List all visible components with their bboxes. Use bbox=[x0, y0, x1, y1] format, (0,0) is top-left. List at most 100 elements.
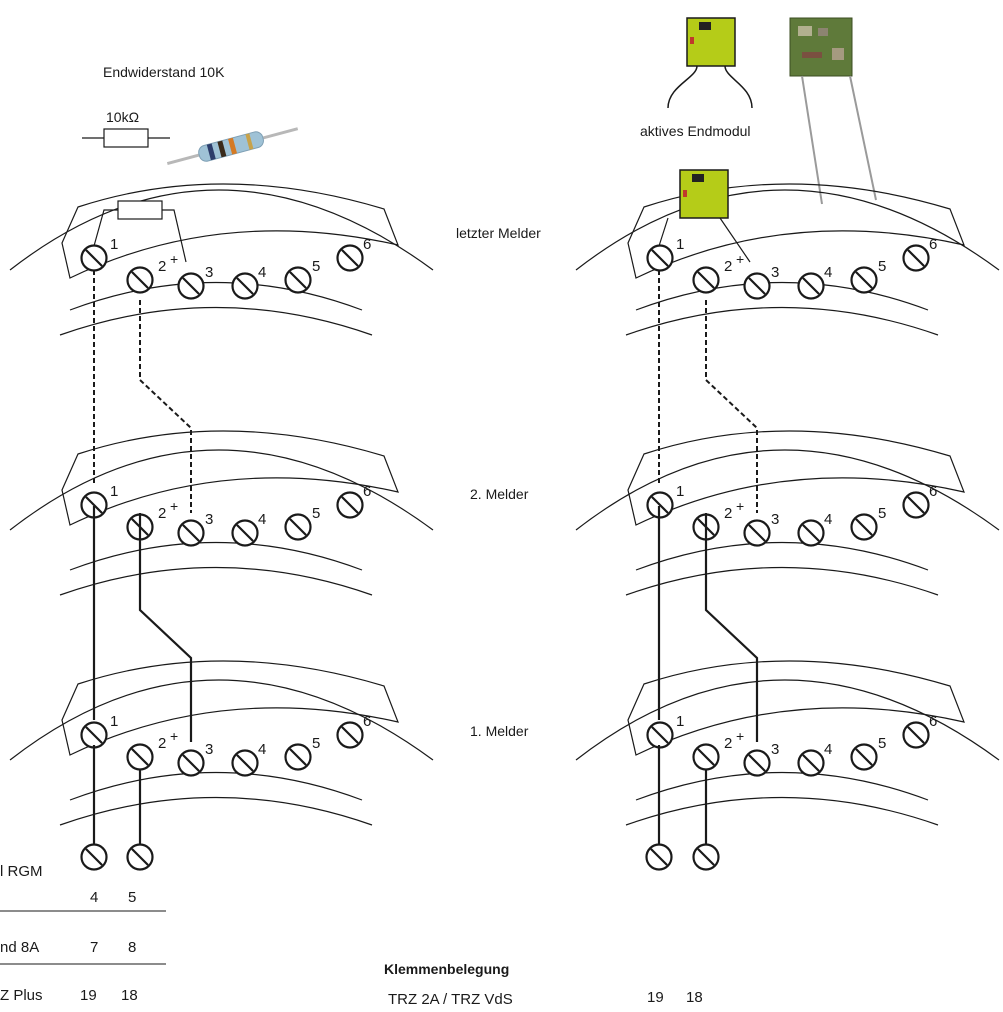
terminal-screw bbox=[797, 749, 825, 777]
terminal-screw bbox=[850, 743, 878, 771]
terminal-screw bbox=[902, 491, 930, 519]
right-terminal-table: Klemmenbelegung TRZ 2A / TRZ VdS 19 18 bbox=[384, 961, 703, 1008]
active-module-icon bbox=[667, 17, 753, 109]
terminal-number: 2 bbox=[724, 258, 732, 275]
terminal-number: 3 bbox=[771, 511, 779, 528]
left-row-2-a: 7 bbox=[90, 939, 98, 956]
terminal-screw bbox=[177, 272, 205, 300]
terminal-number: 3 bbox=[205, 511, 213, 528]
terminal-number: 1 bbox=[110, 483, 118, 500]
terminal-number: 2 bbox=[158, 505, 166, 522]
right-row-1-name: TRZ 2A / TRZ VdS bbox=[388, 991, 513, 1008]
terminal-screw bbox=[743, 749, 771, 777]
right-row-1-a: 19 bbox=[647, 989, 664, 1006]
terminal-number: 5 bbox=[878, 735, 886, 752]
last-detector-label: letzter Melder bbox=[456, 225, 541, 241]
terminal-screw bbox=[231, 519, 259, 547]
terminal-number: 4 bbox=[258, 264, 266, 281]
left-row-3-name: Z Plus bbox=[0, 987, 43, 1004]
terminal-number: 1 bbox=[676, 713, 684, 730]
terminal-number: 4 bbox=[824, 264, 832, 281]
terminal-screw bbox=[743, 272, 771, 300]
terminal-number: 2 bbox=[724, 505, 732, 522]
terminal-number: 2 bbox=[158, 258, 166, 275]
terminal-screw bbox=[284, 743, 312, 771]
left-row-1-b: 5 bbox=[128, 889, 136, 906]
terminal-screw bbox=[177, 749, 205, 777]
resistor-symbol-value: 10kΩ bbox=[106, 109, 139, 125]
ring-arc-1-0-1 bbox=[635, 281, 929, 311]
terminal-number: 5 bbox=[878, 258, 886, 275]
module-leads bbox=[658, 217, 751, 263]
terminal-screw bbox=[126, 743, 154, 771]
ring-arc-0-0-2 bbox=[59, 306, 373, 336]
ring-arc-0-1-0 bbox=[9, 449, 434, 531]
terminal-number: 5 bbox=[312, 735, 320, 752]
terminal-screw bbox=[646, 491, 674, 519]
ring-arc-0-0-0 bbox=[9, 189, 434, 271]
wire-left-2-solid bbox=[138, 513, 193, 742]
panel-terminal-screw bbox=[692, 843, 720, 871]
terminal-number: 6 bbox=[363, 713, 371, 730]
ring-arc-0-2-1 bbox=[69, 771, 363, 801]
terminal-screw bbox=[126, 266, 154, 294]
ring-arc-1-0-2 bbox=[625, 306, 939, 336]
terminal-plus-sign: + bbox=[170, 251, 178, 267]
ring-arc-0-1-1 bbox=[69, 541, 363, 571]
terminal-screw bbox=[743, 519, 771, 547]
terminal-screw bbox=[336, 491, 364, 519]
ring-arc-0-1-2 bbox=[59, 566, 373, 596]
second-detector-label: 2. Melder bbox=[470, 486, 529, 502]
terminal-screw bbox=[284, 266, 312, 294]
panel-terminal-screw bbox=[126, 843, 154, 871]
resistor-photo bbox=[166, 127, 299, 166]
terminal-number: 1 bbox=[676, 236, 684, 253]
terminal-number: 4 bbox=[258, 511, 266, 528]
ring-arcs bbox=[9, 189, 1000, 826]
ring-arc-1-1-1 bbox=[635, 541, 929, 571]
wire-left-2-dashed bbox=[139, 300, 192, 513]
ring-arc-1-2-2 bbox=[625, 796, 939, 826]
ring-arc-1-2-0 bbox=[575, 679, 1000, 761]
terminal-number: 3 bbox=[205, 264, 213, 281]
terminal-screw bbox=[692, 266, 720, 294]
terminal-screw bbox=[850, 266, 878, 294]
terminal-screw bbox=[797, 272, 825, 300]
first-detector-label: 1. Melder bbox=[470, 723, 529, 739]
terminal-screw bbox=[797, 519, 825, 547]
wire-right-2-solid bbox=[704, 513, 759, 742]
left-row-2-name: nd 8A bbox=[0, 939, 39, 956]
active-module-photo bbox=[789, 17, 877, 205]
terminal-screw bbox=[231, 272, 259, 300]
terminal-number: 2 bbox=[158, 735, 166, 752]
terminal-screw bbox=[336, 721, 364, 749]
terminal-plus-sign: + bbox=[170, 728, 178, 744]
panel-terminal-screw bbox=[645, 843, 673, 871]
terminal-number: 5 bbox=[312, 505, 320, 522]
terminal-screw bbox=[646, 244, 674, 272]
terminal-number: 1 bbox=[676, 483, 684, 500]
terminal-number: 3 bbox=[205, 741, 213, 758]
terminal-screw bbox=[80, 244, 108, 272]
left-row-3-b: 18 bbox=[121, 987, 138, 1004]
active-module-label: aktives Endmodul bbox=[640, 123, 751, 139]
active-module-mounted-icon bbox=[679, 169, 729, 219]
terminal-number: 3 bbox=[771, 264, 779, 281]
terminal-number: 6 bbox=[363, 483, 371, 500]
ring-arc-0-2-2 bbox=[59, 796, 373, 826]
right-row-1-b: 18 bbox=[686, 989, 703, 1006]
terminal-plus-sign: + bbox=[736, 251, 744, 267]
terminal-screw bbox=[80, 721, 108, 749]
ring-arc-1-2-1 bbox=[635, 771, 929, 801]
ring-arc-0-2-0 bbox=[9, 679, 434, 761]
terminal-number: 4 bbox=[824, 741, 832, 758]
terminal-screw bbox=[902, 721, 930, 749]
end-resistor-title: Endwiderstand 10K bbox=[103, 64, 225, 80]
terminal-screw bbox=[336, 244, 364, 272]
panel-terminals bbox=[80, 843, 720, 871]
